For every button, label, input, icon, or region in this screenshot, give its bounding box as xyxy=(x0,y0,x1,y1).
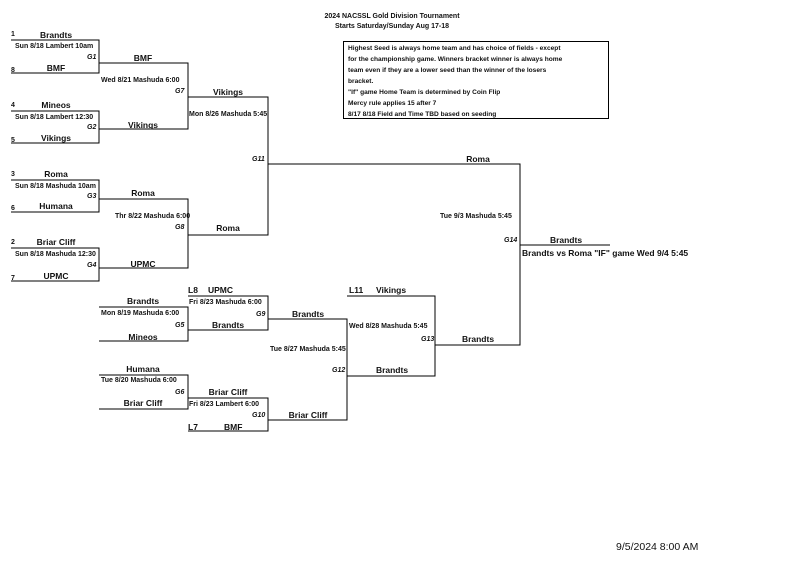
game-info: Sun 8/18 Lambert 10am xyxy=(15,43,94,50)
game-info: Mon 8/19 Mashuda 6:00 xyxy=(101,310,180,317)
winner-team: Roma xyxy=(466,154,490,164)
game-label: G12 xyxy=(332,367,346,374)
winner-team: Brandts xyxy=(291,309,325,319)
winner-team: Briar Cliff xyxy=(208,387,248,397)
game-label: G9 xyxy=(256,311,266,318)
if-game-note: Brandts vs Roma "IF" game Wed 9/4 5:45 xyxy=(522,248,689,258)
game-label: G11 xyxy=(252,156,265,163)
game-label: G6 xyxy=(175,389,185,396)
game-label: G3 xyxy=(87,193,97,200)
winner-team: BMF xyxy=(133,53,153,63)
losers-team: Mineos xyxy=(128,332,158,342)
seed-team: Brandts xyxy=(39,30,73,40)
seed-number: 7 xyxy=(11,275,15,282)
game-info: Tue 9/3 Mashuda 5:45 xyxy=(440,213,512,220)
seed-team: UPMC xyxy=(43,271,69,281)
tournament-subtitle: Starts Saturday/Sunday Aug 17-18 xyxy=(334,23,450,30)
game-info: Fri 8/23 Mashuda 6:00 xyxy=(189,299,262,306)
seed-team: Briar Cliff xyxy=(36,237,76,247)
seed-team: Vikings xyxy=(40,133,72,143)
seed-number: 5 xyxy=(11,137,15,144)
champion-team: Brandts xyxy=(549,235,583,245)
game-label: G10 xyxy=(252,412,266,419)
rules-line: bracket. xyxy=(348,78,374,85)
game-label: G4 xyxy=(87,262,97,269)
losers-team: Briar Cliff xyxy=(123,398,163,408)
rules-line: team even if they are a lower seed than … xyxy=(348,67,547,74)
game-info: Fri 8/23 Lambert 6:00 xyxy=(189,401,260,408)
rules-line: Mercy rule applies 15 after 7 xyxy=(348,100,437,107)
losers-team: Brandts xyxy=(126,296,160,306)
game-info: Wed 8/21 Mashuda 6:00 xyxy=(101,77,180,84)
game-info: Wed 8/28 Mashuda 5:45 xyxy=(349,323,428,330)
rules-line: Highest Seed is always home team and has… xyxy=(348,45,561,52)
rules-line: 8/17 8/18 Field and Time TBD based on se… xyxy=(348,111,497,118)
losers-team: Humana xyxy=(126,364,160,374)
game-label: G7 xyxy=(175,88,185,95)
winner-team: UPMC xyxy=(130,259,156,269)
game-label: G8 xyxy=(175,224,185,231)
winner-team: Vikings xyxy=(212,87,244,97)
game-info: Thr 8/22 Mashuda 6:00 xyxy=(115,213,191,220)
seed-number: 4 xyxy=(11,102,15,109)
loser-tag: L8 xyxy=(188,285,198,295)
game-info: Sun 8/18 Mashuda 10am xyxy=(15,183,96,190)
winner-team: Brandts xyxy=(375,365,409,375)
loser-team: BMF xyxy=(224,422,243,432)
seed-number: 8 xyxy=(11,67,15,74)
seed-team: BMF xyxy=(46,63,66,73)
game-info: Tue 8/27 Mashuda 5:45 xyxy=(270,346,346,353)
rules-box: Highest Seed is always home team and has… xyxy=(343,41,609,119)
tournament-title: 2024 NACSSL Gold Division Tournament xyxy=(324,13,460,20)
loser-tag: L7 xyxy=(188,422,198,432)
seed-number: 6 xyxy=(11,205,15,212)
seed-number: 3 xyxy=(11,171,15,178)
game-label: G2 xyxy=(87,124,97,131)
print-timestamp: 9/5/2024 8:00 AM xyxy=(616,541,699,553)
winner-team: Roma xyxy=(216,223,240,233)
loser-team: UPMC xyxy=(208,285,234,295)
winner-team: Brandts xyxy=(211,320,245,330)
game-label: G5 xyxy=(175,322,185,329)
seed-number: 1 xyxy=(11,31,15,38)
rules-line: "If" game Home Team is determined by Coi… xyxy=(348,89,501,96)
loser-team: Vikings xyxy=(376,285,407,295)
game-label: G14 xyxy=(504,237,518,244)
game-info: Mon 8/26 Mashuda 5:45 xyxy=(189,111,268,118)
winner-team: Roma xyxy=(131,188,155,198)
game-label: G1 xyxy=(87,54,97,61)
seed-team: Mineos xyxy=(41,100,71,110)
winner-team: Briar Cliff xyxy=(288,410,328,420)
game-info: Tue 8/20 Mashuda 6:00 xyxy=(101,377,177,384)
seed-number: 2 xyxy=(11,239,15,246)
rules-line: for the championship game. Winners brack… xyxy=(348,56,563,63)
seed-team: Roma xyxy=(44,169,68,179)
seed-team: Humana xyxy=(39,201,73,211)
loser-tag: L11 xyxy=(349,285,364,295)
winner-team: Brandts xyxy=(461,334,495,344)
game-info: Sun 8/18 Mashuda 12:30 xyxy=(15,251,96,258)
game-label: G13 xyxy=(421,336,435,343)
game-info: Sun 8/18 Lambert 12:30 xyxy=(15,114,94,121)
winner-team: Vikings xyxy=(127,120,159,130)
